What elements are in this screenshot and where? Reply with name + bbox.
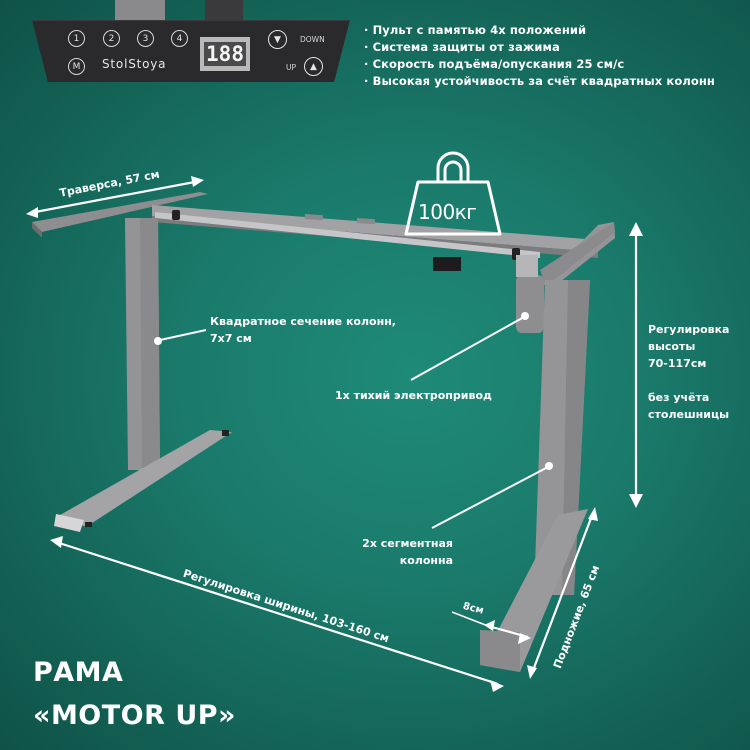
panel-mount-bracket [115, 0, 165, 20]
product-title-line-1: РАМА [33, 657, 124, 688]
memory-button-4[interactable]: 4 [171, 30, 188, 47]
feature-item: Система защиты от зажима [364, 39, 715, 56]
crossbeam [152, 205, 598, 252]
kettlebell-weight-icon [404, 151, 502, 236]
motor-housing [516, 275, 544, 333]
down-label: DOWN [300, 35, 325, 44]
column-section-line-1: Квадратное сечение колонн, [210, 315, 396, 328]
height-line-6: столешницы [648, 408, 730, 421]
memory-button-1[interactable]: 1 [68, 30, 85, 47]
height-line-5: без учёта [648, 391, 710, 404]
up-button[interactable]: ▲ [304, 57, 323, 76]
height-adjust-label: Регулировка высоты 70-117см без учёта ст… [648, 321, 730, 423]
triangle-up-icon: ▲ [310, 61, 317, 72]
control-panel: 1 2 3 4 M StolStoya 188 ▼ DOWN UP ▲ [32, 20, 350, 82]
feature-item: Скорость подъёма/опускания 25 см/с [364, 56, 715, 73]
feature-list: Пульт с памятью 4х положений Система защ… [364, 22, 715, 90]
height-display: 188 [200, 37, 250, 71]
up-label: UP [286, 63, 297, 72]
segment-column-line-2: колонна [399, 554, 453, 567]
product-title-line-2: «MOTOR UP» [33, 700, 236, 731]
traverse-dimension-arrow [29, 179, 201, 215]
foot-length-dimension-arrow [530, 512, 595, 674]
memory-set-button[interactable]: M [68, 58, 85, 75]
height-line-3: 70-117см [648, 357, 707, 370]
triangle-down-icon: ▼ [274, 34, 281, 45]
height-line-2: высоты [648, 340, 696, 353]
weight-limit-label: 100кг [418, 200, 477, 224]
dimension-arrows [26, 176, 643, 692]
height-line-1: Регулировка [648, 323, 730, 336]
brand-logo: StolStoya [102, 57, 167, 71]
memory-button-3[interactable]: 3 [137, 30, 154, 47]
feature-item: Высокая устойчивость за счёт квадратных … [364, 73, 715, 90]
hex-rod [155, 212, 540, 258]
display-value: 188 [204, 42, 246, 66]
down-button[interactable]: ▼ [268, 30, 287, 49]
feature-item: Пульт с памятью 4х положений [364, 22, 715, 39]
width-dimension-arrow [55, 540, 499, 686]
callout-lines [154, 312, 553, 529]
segment-column-line-1: 2х сегментная [362, 537, 453, 550]
segment-column-label: 2х сегментная колонна [355, 535, 453, 569]
motor-label: 1х тихий электропривод [335, 389, 492, 402]
left-foot [60, 430, 232, 527]
control-box [433, 257, 461, 271]
left-traverse [32, 192, 208, 232]
memory-button-2[interactable]: 2 [103, 30, 120, 47]
column-section-label: Квадратное сечение колонн, 7х7 см [210, 313, 396, 347]
column-section-line-2: 7х7 см [210, 332, 252, 345]
